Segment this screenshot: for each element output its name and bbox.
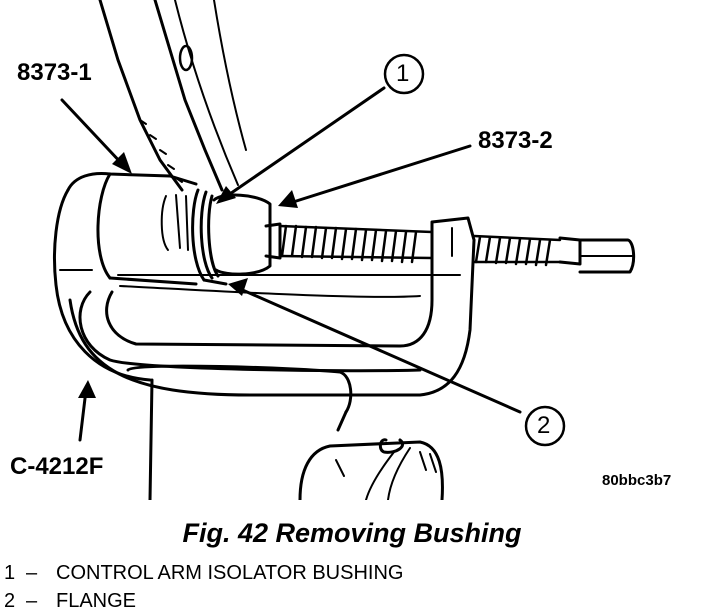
c-frame <box>53 188 476 397</box>
receiver-cup-8373-1 <box>66 172 198 286</box>
forcing-screw <box>278 224 636 274</box>
callout-circle-2 <box>524 405 566 447</box>
legend-item: 1–CONTROL ARM ISOLATOR BUSHING <box>4 559 403 587</box>
legend-dash: – <box>26 562 38 584</box>
leader-lines <box>60 86 522 442</box>
image-code: 80bbc3b7 <box>602 472 672 489</box>
legend-text: CONTROL ARM ISOLATOR BUSHING <box>56 562 404 584</box>
label-c-4212f: C-4212F <box>10 453 104 480</box>
legend-number: 1 <box>4 562 16 584</box>
driver-8373-2 <box>212 193 282 276</box>
label-8373-1: 8373-1 <box>17 59 92 86</box>
control-arm <box>98 0 247 192</box>
callout-circle-1 <box>383 53 425 95</box>
legend-dash: – <box>26 590 38 612</box>
figure-caption: Fig. 42 Removing Bushing <box>182 518 522 548</box>
leader-arrowheads <box>78 152 298 398</box>
callout-number-1: 1 <box>396 60 410 87</box>
tool-drawing <box>53 0 636 502</box>
legend-item: 2–FLANGE <box>4 587 403 615</box>
callout-number-2: 2 <box>537 412 551 439</box>
bushing-removal-illustration: 8373-1 8373-2 C-4212F 1 2 80bbc3b7 <box>10 0 672 502</box>
legend-number: 2 <box>4 590 16 612</box>
isolator-bushing <box>191 188 228 286</box>
legend-text: FLANGE <box>56 590 137 612</box>
label-8373-2: 8373-2 <box>478 127 553 154</box>
legend-list: 1–CONTROL ARM ISOLATOR BUSHING 2–FLANGE <box>4 559 403 615</box>
vise <box>126 364 444 502</box>
